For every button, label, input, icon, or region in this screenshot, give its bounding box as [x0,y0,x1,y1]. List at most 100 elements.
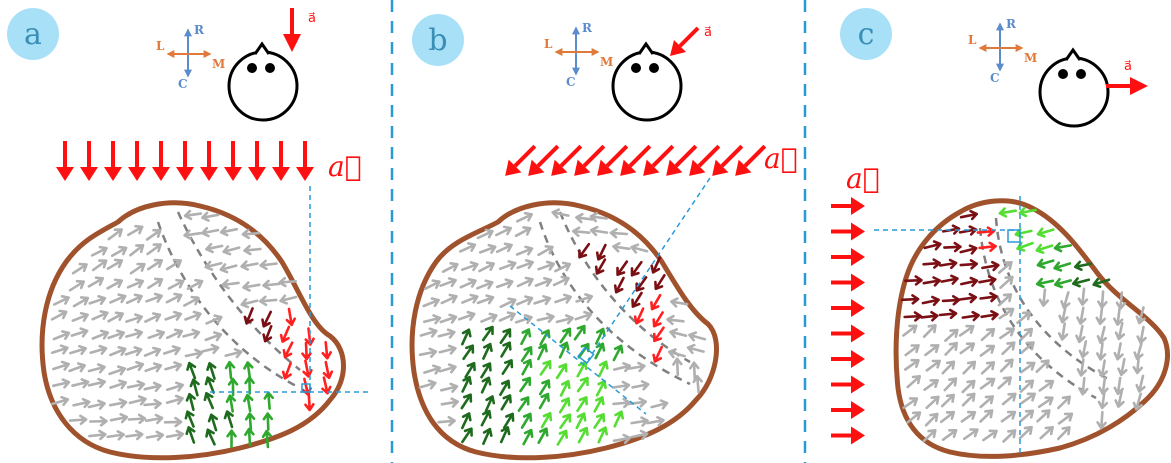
flow-arrow-grey [495,278,514,289]
accel-arrow [513,144,537,168]
flow-arrow-grey [129,244,145,257]
flow-arrow-grey [630,416,649,427]
flow-arrow-red [961,310,980,322]
panel-label-b: b [428,23,447,58]
flow-arrow-grey [516,211,533,223]
flow-arrow-red [979,291,998,303]
right-angle-marker-c [1007,229,1021,243]
flow-arrow-red [243,307,254,325]
flow-arrow-grey [165,429,185,441]
accel-arrow-head [689,159,706,176]
accel-arrow-head [851,350,865,368]
flow-arrow-grey [147,277,164,290]
flow-arrow-grey [943,377,958,392]
flow-arrow-green [520,346,533,362]
flow-field-c [900,206,1147,443]
flow-arrow-green [558,341,570,359]
flow-arrow-green [244,412,256,431]
compass-down: C [566,75,576,89]
flow-arrow-green [521,358,533,376]
flow-arrow-grey [183,229,202,240]
flow-arrow-grey [516,259,534,270]
acceleration-arrow-icon: a⃗ [670,25,712,56]
flow-arrow-green [517,396,530,412]
flow-arrow-grey [925,395,940,410]
flow-arrow-green [189,378,200,397]
flow-arrow-grey [165,394,184,405]
flow-arrow-grey [124,346,143,357]
flow-arrow-grey [219,226,239,237]
flow-arrow-grey [1096,410,1107,430]
flow-arrow-grey [906,375,921,389]
flow-arrow-grey [219,263,238,274]
flow-arrow-green [594,342,606,360]
flow-arrow-grey [650,399,669,410]
flow-arrow-grey [224,348,243,359]
flow-arrow-red [594,258,607,275]
acceleration-field-a [56,141,314,181]
flow-arrow-grey [70,327,89,338]
flow-arrow-grey [144,312,162,323]
accel-arrow-head [528,159,545,176]
flow-arrow-grey [165,292,183,304]
accel-arrow-head [152,167,170,181]
flow-arrow-grey [461,293,479,304]
accel-arrow [628,144,652,168]
flow-arrow-grey [72,296,90,308]
accel-arrow-head [851,197,865,215]
flow-arrow-grey [259,259,278,271]
flow-arrow-grey [423,279,441,291]
flow-arrow-grey [440,397,459,408]
panel-a: a R C L M a⃗ a⃗ [7,8,372,461]
flow-arrow-grey [999,327,1015,340]
flow-arrow-green [223,410,234,429]
flow-arrow-grey [997,261,1013,274]
flow-arrow-grey [961,379,976,394]
flow-arrow-grey [924,344,940,357]
flow-arrow-grey [1057,426,1071,441]
flow-arrow-grey [554,293,572,304]
flow-arrow-red [922,258,941,269]
flow-arrow-grey [241,228,261,240]
flow-arrow-red [282,341,294,359]
flow-arrow-grey [1114,389,1125,408]
flow-arrow-grey [222,245,241,256]
flow-arrow-green [576,396,588,413]
flow-arrow-grey [514,314,533,325]
flow-arrow-grey [902,324,918,337]
panel-badge-b [412,14,464,66]
flow-arrow-grey [164,310,183,321]
flow-arrow-grey [980,327,996,342]
flow-arrow-grey [1057,395,1071,410]
flow-arrow-grey [68,414,88,426]
flow-arrow-grey [572,226,591,237]
accel-arrow-head [551,159,568,176]
flow-arrow-green [224,360,236,380]
flow-arrow-green [538,392,550,410]
flow-arrow-grey [71,378,90,389]
flow-arrow-red [631,291,643,308]
flow-arrow-grey [1058,305,1069,324]
flow-arrow-grey [666,314,685,326]
compass-up: R [194,23,205,37]
accel-arrow-head [851,273,865,292]
flow-arrow-grey [163,345,181,356]
flow-arrow-grey [1000,410,1017,423]
flow-arrow-grey [575,212,594,224]
flow-arrow-grey [939,410,956,424]
flow-arrow-grey [922,324,937,338]
flow-arrow-grey [91,329,109,340]
flow-arrow-grey [459,242,477,253]
flow-arrow-red [633,307,645,325]
accel-arrow-head [80,167,98,181]
flow-arrow-grey [166,328,184,340]
flow-arrow-grey [109,398,128,409]
flow-arrow-grey [422,297,440,308]
flow-arrow-grey [201,226,220,238]
accel-arrow-head [296,167,314,181]
flow-arrow-grey [979,344,996,357]
flow-arrow-grey [906,411,922,424]
flow-arrow-green [185,426,196,444]
flow-arrow-grey [589,225,609,237]
flow-arrow-grey [145,292,163,303]
